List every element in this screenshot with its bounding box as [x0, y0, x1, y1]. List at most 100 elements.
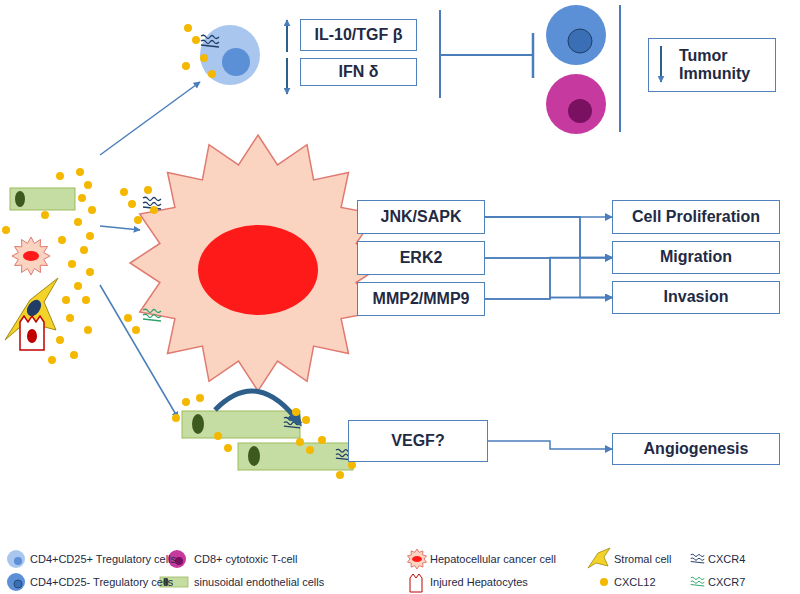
connector	[485, 258, 612, 298]
cxcl12-dot	[78, 194, 86, 202]
legend-text: CXCL12	[614, 576, 656, 588]
cxcl12-dot	[74, 282, 82, 290]
process-box: Tumor Immunity	[648, 38, 776, 92]
box-label: Migration	[660, 248, 732, 266]
stromal-nucleus	[24, 297, 44, 319]
process-box: Invasion	[612, 281, 780, 314]
treg-cell	[200, 25, 260, 85]
legend-cell-nucleus	[14, 580, 22, 588]
endothelial-nucleus	[15, 191, 25, 207]
cxcl12-dot	[82, 296, 90, 304]
cxcl12-dot	[62, 296, 70, 304]
cancer-nucleus-small	[23, 251, 39, 261]
cxcl12-dot	[196, 394, 204, 402]
inhibit-bar	[532, 33, 535, 78]
cxcl12-dot	[182, 62, 190, 70]
cxcl12-dot	[58, 236, 66, 244]
cxcl12-dot	[336, 471, 344, 479]
cxcl12-dot	[302, 416, 310, 424]
cxcl12-dot	[48, 356, 56, 364]
process-box: VEGF?	[348, 420, 488, 462]
cxcl12-dot	[74, 218, 82, 226]
cxcl12-dot	[56, 336, 64, 344]
legend-treg-cd25neg	[7, 573, 25, 591]
cxcl12-dot	[70, 351, 78, 359]
cxcl12-dot	[296, 438, 304, 446]
process-box: Migration	[612, 241, 780, 274]
box-label: VEGF?	[391, 432, 444, 450]
cancer-nucleus	[198, 225, 318, 315]
cxcl12-dot	[306, 446, 314, 454]
cd8-cell	[546, 74, 606, 134]
cxcl12-dot	[80, 246, 88, 254]
treg-cd25neg-cell	[546, 5, 606, 65]
cxcl12-dot	[132, 326, 140, 334]
hepatocyte-nucleus	[27, 329, 37, 343]
legend-cxcr7	[691, 577, 705, 586]
process-box: JNK/SAPK	[357, 200, 485, 234]
cxcl12-dot	[292, 408, 300, 416]
cxcl12-dot	[150, 206, 158, 214]
down-arrow	[660, 46, 662, 82]
box-label: Angiogenesis	[644, 440, 749, 458]
legend-cd8-nucleus	[175, 557, 183, 565]
cxcl12-dot	[120, 188, 128, 196]
cancer-cell-small	[12, 237, 50, 275]
process-box: Cell Proliferation	[612, 200, 780, 234]
cxcr7-receptor	[143, 309, 161, 321]
curved-arrow	[215, 391, 300, 424]
legend-text: CXCR4	[708, 553, 745, 565]
legend-text: CD4+CD25- Tregulatory cells	[30, 576, 173, 588]
arrow	[100, 285, 178, 418]
cxcl12-dot	[318, 436, 326, 444]
cxcl12-dot	[68, 260, 76, 268]
legend-text: sinusoidal endothelial cells	[194, 576, 324, 588]
cxcl12-dot	[88, 206, 96, 214]
cxcl12-dot	[200, 54, 208, 62]
cxcl12-dot	[41, 211, 49, 219]
arrow	[100, 226, 140, 230]
connector	[485, 217, 612, 258]
box-label: JNK/SAPK	[381, 208, 462, 226]
cxcl12-dot	[208, 70, 216, 78]
cxcl12-dot	[182, 398, 190, 406]
legend-cancer-cell	[408, 549, 427, 569]
box-label: IL-10/TGF β	[315, 26, 403, 44]
arrow	[100, 82, 200, 155]
down-arrow	[286, 58, 288, 94]
legend-treg-nucleus	[14, 557, 22, 565]
cell-nucleus	[568, 99, 592, 123]
box-label: Tumor Immunity	[679, 47, 750, 84]
bracket	[619, 5, 621, 132]
box-label: Cell Proliferation	[632, 208, 760, 226]
cxcl12-dot	[56, 172, 64, 180]
cxcl12-dot	[84, 181, 92, 189]
endothelial-nucleus	[248, 446, 260, 466]
cxcl12-dot	[76, 168, 84, 176]
legend-hepatocyte	[410, 574, 422, 592]
legend-text: CD4+CD25+ Tregulatory cells	[30, 553, 176, 565]
cxcl12-dot	[348, 461, 356, 469]
connector	[485, 258, 612, 300]
treg-nucleus	[222, 48, 250, 76]
cxcl12-dot	[86, 268, 94, 276]
cxcr4-receptor	[201, 35, 219, 47]
cell-nucleus	[568, 29, 592, 53]
cxcl12-dot	[214, 432, 222, 440]
endothelial-nucleus	[192, 414, 204, 434]
legend-text: Stromal cell	[614, 553, 671, 565]
process-box: ERK2	[357, 241, 485, 275]
cxcl12-dot	[192, 36, 200, 44]
box-label: IFN δ	[339, 63, 379, 81]
legend-text: Hepatocellular cancer cell	[430, 553, 556, 565]
connector	[485, 298, 612, 300]
injured-hepatocyte	[20, 316, 44, 350]
cxcl12-dot	[66, 314, 74, 322]
connector	[488, 441, 612, 449]
legend-stromal	[588, 548, 610, 568]
legend-treg	[7, 550, 25, 568]
process-box: IFN δ	[300, 58, 417, 86]
cxcl12-dot	[128, 200, 136, 208]
legend-cxcr4	[691, 554, 705, 563]
